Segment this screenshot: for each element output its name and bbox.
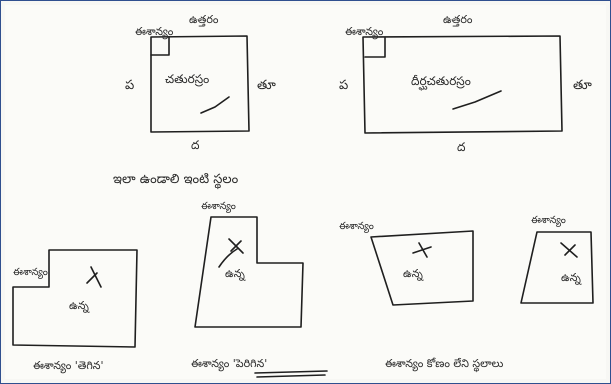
check-mark — [200, 96, 230, 114]
fig1-inner-label: చతురస్రం — [165, 72, 209, 87]
check-mark — [452, 90, 502, 110]
fig2-left-label: ప — [339, 78, 348, 93]
northeast-corner-mark — [150, 36, 170, 56]
fig2-inner-label: దీర్ఘచతురస్రం — [411, 74, 471, 91]
fig1-corner-label: ఈశాన్యం — [135, 25, 174, 40]
fig3-caption: ఈశాన్యం 'తెగిన' — [33, 359, 104, 374]
fig3-inner-label: ఉన్న — [69, 299, 90, 313]
fig1-bottom-label: ద — [191, 138, 200, 152]
cross-mark-b — [86, 272, 98, 284]
extended-corner-plot-outline — [194, 216, 304, 328]
fig5-corner-label: ఈశాన్యం — [339, 221, 374, 233]
fig5-inner-label: ఉన్న — [403, 267, 424, 281]
fig4-corner-label: ఈశాన్యం — [201, 201, 236, 213]
fig6-corner-label: ఈశాన్యం — [531, 215, 566, 227]
cross-mark-b — [230, 240, 242, 252]
corner-arrow — [218, 248, 238, 268]
fig56-caption: ఈశాన్యం కోణం లేని స్థలాలు — [385, 357, 503, 373]
fig2-right-label: తూ — [573, 78, 592, 93]
caption-underline — [256, 374, 326, 378]
fig1-left-label: ప — [125, 78, 134, 93]
cross-mark-a — [412, 246, 432, 254]
handwritten-sheet: ఈశాన్యం ఉత్తరం ప తూ ద చతురస్రం ఈశాన్యం ఉ… — [5, 5, 606, 379]
cross-mark-b — [418, 242, 428, 258]
fig2-corner-label: ఈశాన్యం — [345, 25, 384, 40]
fig4-inner-label: ఉన్న — [225, 267, 246, 281]
northeast-corner-mark — [364, 37, 386, 58]
sketch-canvas: ఈశాన్యం ఉత్తరం ప తూ ద చతురస్రం ఈశాన్యం ఉ… — [12, 13, 594, 378]
fig6-inner-label: ఉన్న — [561, 271, 582, 285]
caption-underline — [254, 370, 328, 374]
square-plot-outline — [150, 35, 250, 133]
fig1-right-label: తూ — [257, 78, 276, 93]
cross-mark-a — [90, 266, 102, 288]
fig1-top-label: ఉత్తరం — [189, 13, 219, 27]
tilted-plot-outline — [370, 230, 474, 306]
cut-corner-plot-outline — [12, 249, 138, 348]
cross-mark-b — [564, 244, 576, 256]
row1-caption: ఇలా ఉండాలి ఇంటి స్థలం — [113, 172, 239, 190]
fig2-bottom-label: ద — [457, 140, 466, 154]
rectangle-plot-outline — [362, 35, 563, 134]
fig4-caption: ఈశాన్యం 'పెరిగిన' — [191, 357, 267, 372]
fig2-top-label: ఉత్తరం — [443, 13, 473, 27]
trapezoid-plot-outline — [520, 231, 594, 304]
fig3-corner-label: ఈశాన్యం — [13, 267, 48, 279]
